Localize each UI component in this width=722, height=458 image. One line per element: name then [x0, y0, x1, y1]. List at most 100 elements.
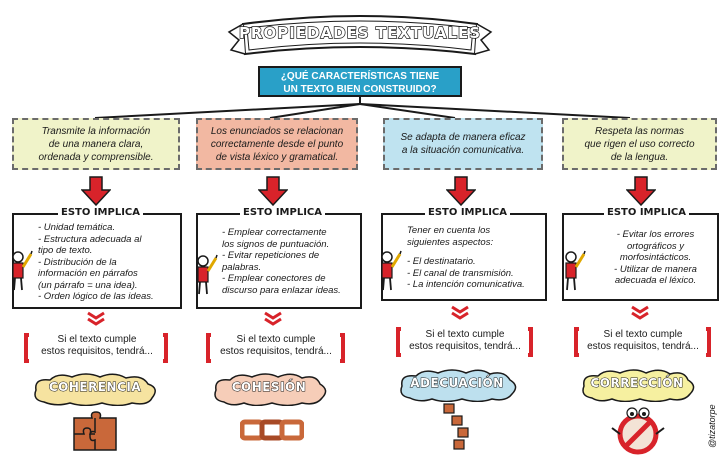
cloud-shape — [582, 369, 695, 402]
bracket-left — [24, 333, 29, 363]
implica-label: ESTO IMPLICA — [58, 207, 144, 218]
implica-box-4: ESTO IMPLICA - Evitar los errores ortogr… — [562, 207, 719, 301]
description-line: que rigen el uso correcto — [584, 138, 695, 150]
implica-label: ESTO IMPLICA — [240, 207, 326, 218]
implica-line: - La intención comunicativa. — [407, 279, 525, 290]
down-arrow-icon — [446, 176, 476, 206]
implica-line: - Estructura adecuada al — [38, 233, 142, 245]
bracket-left — [574, 327, 579, 357]
description-line: Transmite la información — [41, 125, 151, 137]
question-box: ¿QUÉ CARACTERÍSTICAS TIENE UN TEXTO BIEN… — [258, 66, 462, 97]
implica-line: ortográficos y — [626, 240, 685, 252]
implica-line: (un párrafo = una idea). — [38, 279, 138, 291]
cloud-shape — [400, 369, 517, 402]
implica-line: - Emplear correctamente — [222, 227, 327, 238]
condition-text: Si el texto cumple estos requisitos, ten… — [402, 329, 528, 353]
condition-line: estos requisitos, tendrá... — [587, 341, 699, 352]
condition-text: Si el texto cumple estos requisitos, ten… — [32, 334, 162, 358]
implica-list: - Evitar los errores ortográficos y morf… — [592, 229, 719, 287]
bracket-right — [163, 333, 168, 363]
implica-line: los signos de puntuación. — [222, 238, 330, 250]
description-line: de una manera clara, — [48, 138, 144, 150]
author-signature: @tizatorpe — [707, 404, 717, 448]
implica-line: siguientes aspectos: — [407, 236, 494, 248]
description-line: a la situación comunicativa. — [401, 145, 525, 156]
property-name: COHERENCIA — [48, 380, 142, 395]
implica-line: - El destinatario. — [407, 256, 476, 267]
property-description-3: Se adapta de manera eficaz a la situació… — [383, 118, 543, 170]
no-sign-icon — [611, 407, 665, 455]
condition-line: estos requisitos, tendrá... — [409, 341, 521, 352]
implica-line: - Distribución de la — [38, 256, 117, 268]
implica-list: - Emplear correctamente los signos de pu… — [222, 227, 362, 296]
bracket-left — [396, 327, 401, 357]
down-arrow-icon — [626, 176, 656, 206]
condition-line: estos requisitos, tendrá... — [220, 346, 332, 357]
double-chevron-down-icon — [87, 311, 105, 326]
condition-line: Si el texto cumple — [425, 329, 505, 340]
implica-box-1: ESTO IMPLICA - Unidad temática. - Estruc… — [12, 207, 183, 309]
implica-label: ESTO IMPLICA — [425, 207, 511, 218]
pencil-person-icon — [381, 250, 402, 291]
page-title: PROPIEDADES TEXTUALES — [238, 23, 482, 42]
implica-line: tipo de texto. — [38, 245, 93, 256]
implica-box-2: ESTO IMPLICA - Emplear correctamente los… — [196, 207, 362, 309]
implica-line: Tener en cuenta los — [407, 225, 491, 236]
condition-line: Si el texto cumple — [603, 329, 683, 340]
cloud-shape — [214, 373, 327, 406]
title-banner — [227, 15, 493, 56]
implica-line: palabras. — [222, 261, 262, 273]
implica-line: - Evitar repeticiones de — [222, 250, 320, 261]
property-name: COHESIÓN — [231, 380, 307, 395]
implica-line — [407, 248, 547, 256]
implica-line: adecuada el léxico. — [614, 275, 697, 286]
steps-icon — [443, 403, 469, 450]
property-name: CORRECCIÓN — [590, 376, 684, 391]
implica-line: morfosintácticos. — [619, 252, 692, 263]
bracket-right — [528, 327, 533, 357]
implica-line: información en párrafos — [38, 268, 138, 279]
property-description-2: Los enunciados se relacionan correctamen… — [196, 118, 358, 170]
cloud-shape — [34, 373, 156, 406]
property-name: ADECUACIÓN — [410, 376, 504, 391]
double-chevron-down-icon — [631, 305, 649, 320]
description-line: correctamente desde el punto — [210, 138, 344, 150]
description-line: de vista léxico y gramatical. — [215, 151, 339, 163]
condition-text: Si el texto cumple estos requisitos, ten… — [580, 329, 706, 353]
description-line: Se adapta de manera eficaz — [400, 132, 526, 143]
implica-line: - Emplear conectores de — [222, 273, 326, 284]
implica-list: - Unidad temática. - Estructura adecuada… — [38, 222, 183, 303]
implica-line: - Unidad temática. — [38, 222, 116, 233]
property-description-1: Transmite la información de una manera c… — [12, 118, 180, 170]
implica-list: Tener en cuenta los siguientes aspectos:… — [407, 225, 547, 291]
property-description-4: Respeta las normas que rigen el uso corr… — [562, 118, 717, 170]
double-chevron-down-icon — [264, 311, 282, 326]
description-line: Los enunciados se relacionan — [210, 125, 344, 137]
pencil-person-icon — [565, 250, 586, 291]
pencil-person-icon — [197, 254, 218, 295]
condition-text: Si el texto cumple estos requisitos, ten… — [212, 334, 340, 358]
description-line: de la lengua. — [610, 151, 669, 163]
description-line: ordenada y comprensible. — [38, 151, 154, 163]
description-line: Respeta las normas — [595, 125, 684, 137]
double-chevron-down-icon — [451, 305, 469, 320]
implica-line: - Evitar los errores — [616, 229, 695, 240]
question-line-2: UN TEXTO BIEN CONSTRUIDO? — [283, 84, 437, 95]
down-arrow-icon — [81, 176, 111, 206]
bracket-right — [706, 327, 711, 357]
signature-text: @tizatorpe — [707, 404, 717, 448]
condition-line: Si el texto cumple — [236, 334, 316, 345]
implica-box-3: ESTO IMPLICA Tener en cuenta los siguien… — [381, 207, 547, 301]
question-line-1: ¿QUÉ CARACTERÍSTICAS TIENE — [280, 71, 440, 82]
down-arrow-icon — [258, 176, 288, 206]
implica-line: discurso para enlazar ideas. — [222, 284, 341, 296]
bracket-left — [206, 333, 211, 363]
implica-line: - Utilizar de manera — [614, 263, 697, 275]
implica-line: - El canal de transmisión. — [407, 267, 514, 279]
condition-line: estos requisitos, tendrá... — [41, 346, 153, 357]
condition-line: Si el texto cumple — [57, 334, 137, 345]
pencil-person-icon — [12, 250, 33, 291]
chain-icon — [240, 419, 304, 441]
implica-label: ESTO IMPLICA — [604, 207, 690, 218]
